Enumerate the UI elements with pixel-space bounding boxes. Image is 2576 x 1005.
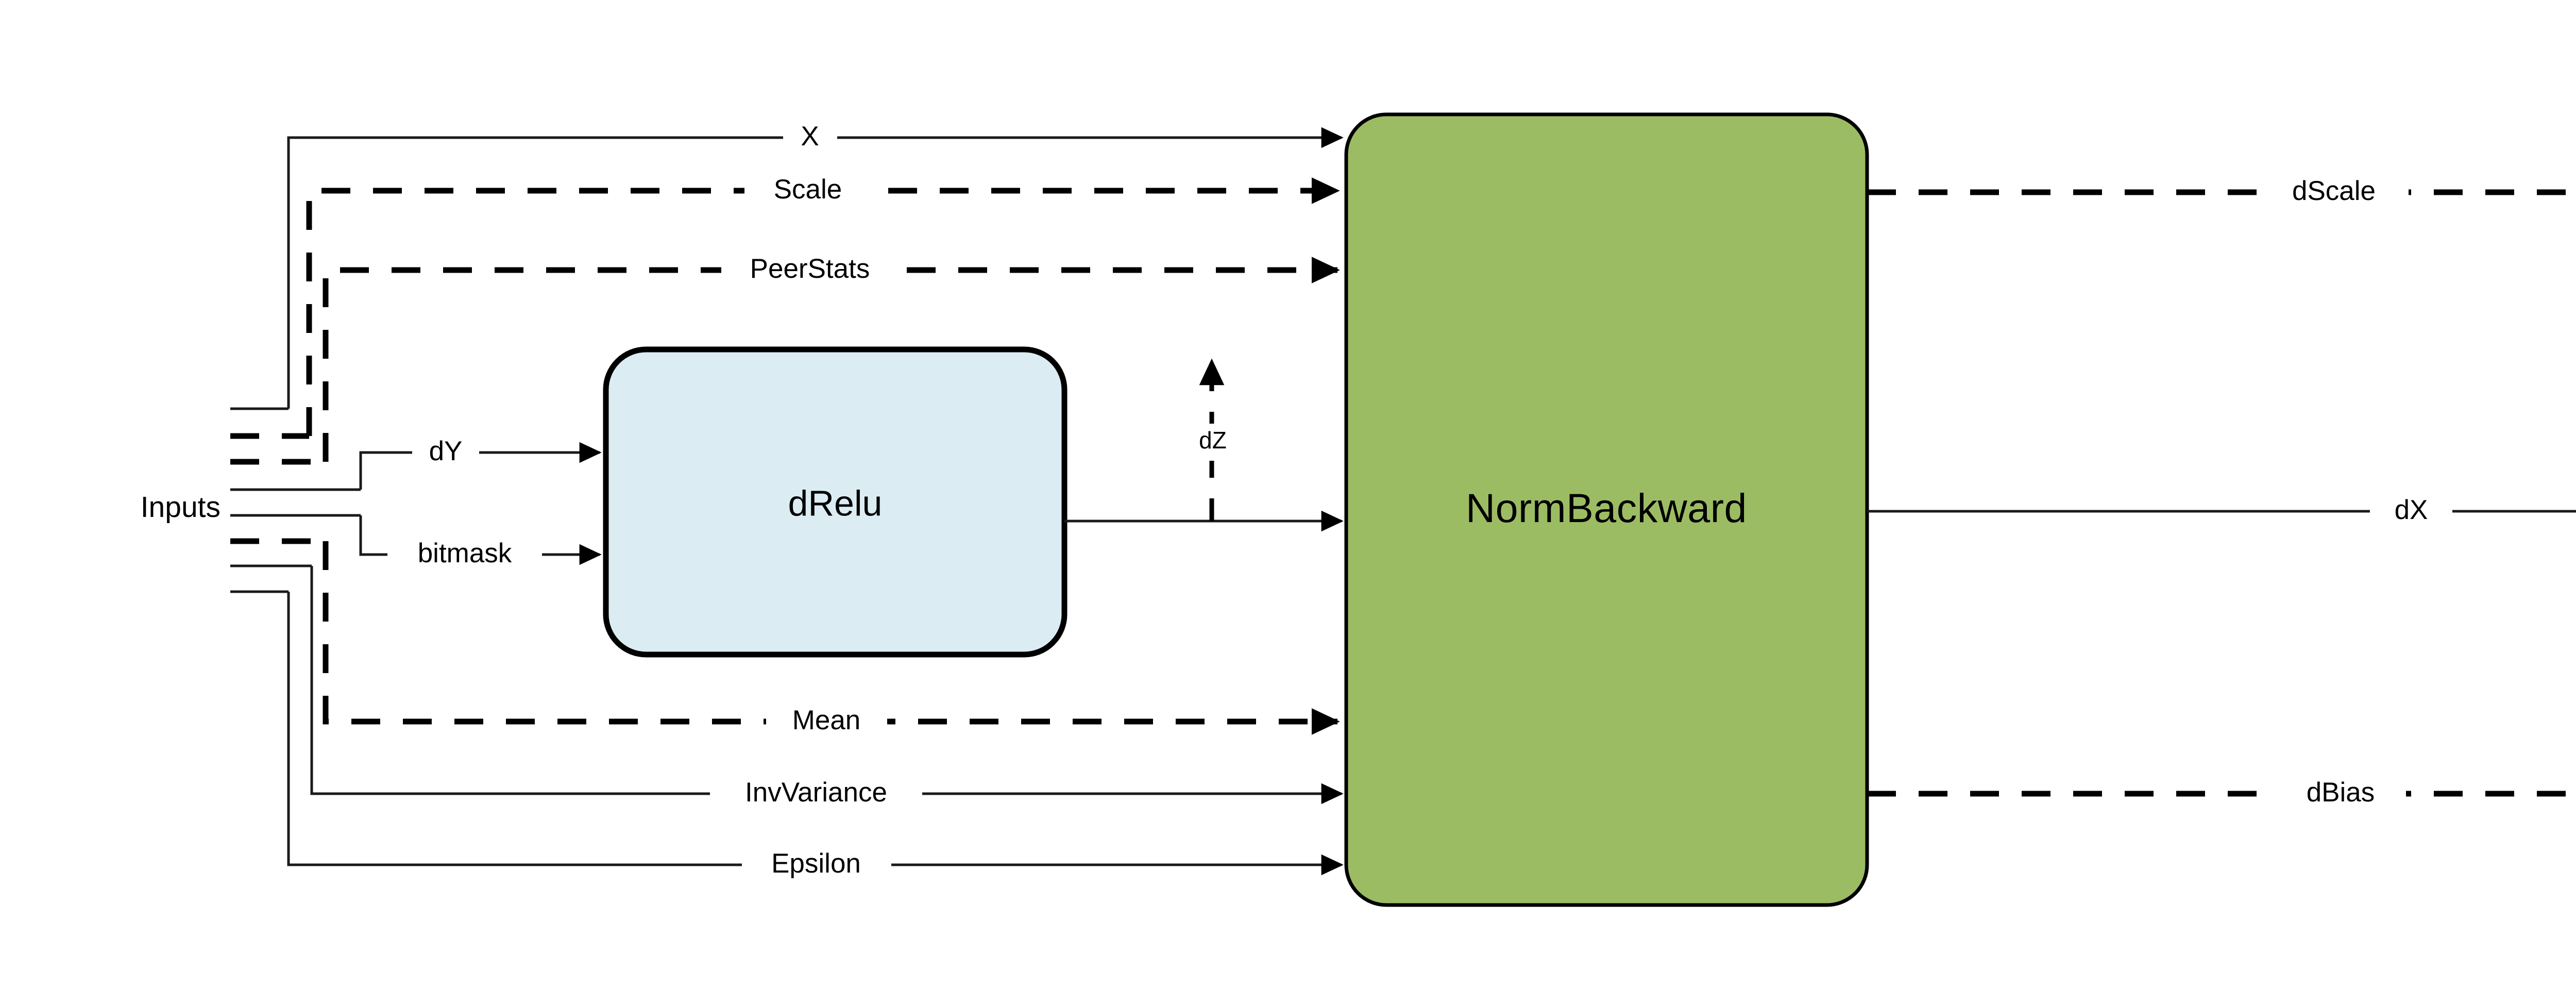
edge-mean: Mean	[323, 541, 1340, 742]
edge-label-bitmask: bitmask	[418, 538, 512, 568]
edge-dbias: dBias	[1867, 774, 2576, 814]
edge-dx: dX	[1867, 493, 2576, 530]
edge-label-dz: dZ	[1199, 427, 1227, 454]
edge-scale: Scale	[306, 171, 1340, 436]
node-drelu[interactable]	[603, 346, 1067, 658]
node-normbackward-label: NormBackward	[1466, 485, 1747, 531]
edge-label-x: X	[801, 121, 819, 152]
inputs-group-label: Inputs	[141, 491, 221, 524]
edge-peerstats: PeerStats	[323, 250, 1340, 462]
edge-bitmask: bitmask	[359, 515, 602, 573]
edge-dz: dZ	[1064, 358, 1344, 532]
edge-dscale: dScale	[1867, 172, 2576, 212]
input-bus	[230, 407, 361, 593]
node-normbackward[interactable]	[1344, 112, 1869, 907]
edge-label-dy: dY	[429, 436, 463, 466]
edge-label-epsilon: Epsilon	[771, 848, 861, 879]
edge-label-dx: dX	[2395, 495, 2428, 525]
edge-epsilon: Epsilon	[287, 592, 1344, 883]
edge-label-mean: Mean	[792, 705, 861, 735]
edge-label-dscale: dScale	[2292, 176, 2376, 206]
edge-dy: dY	[359, 435, 602, 490]
node-drelu-label: dRelu	[788, 483, 883, 523]
edge-label-peerstats: PeerStats	[750, 254, 870, 284]
edge-label-dbias: dBias	[2307, 777, 2375, 808]
edge-x: X	[287, 120, 1344, 409]
edge-label-invvariance: InvVariance	[745, 777, 887, 808]
edge-invvariance: InvVariance	[310, 566, 1344, 812]
edge-label-scale: Scale	[774, 174, 842, 205]
